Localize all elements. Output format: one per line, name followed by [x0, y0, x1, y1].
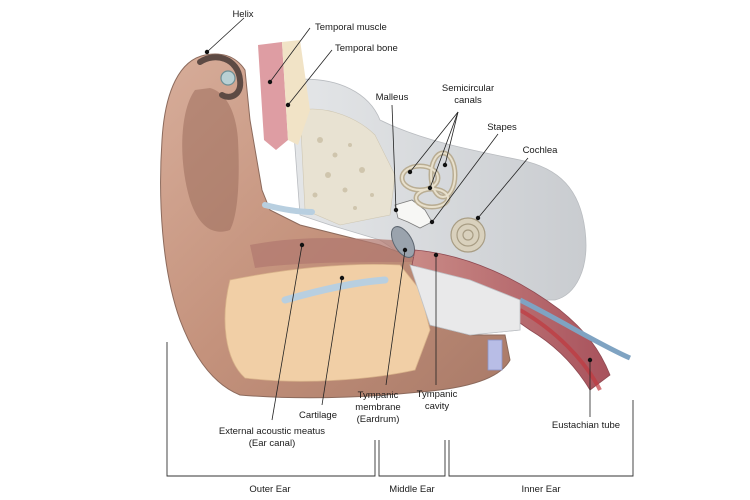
- label-cartilage: Cartilage: [299, 410, 337, 421]
- section-outer-ear: Outer Ear: [249, 484, 290, 495]
- label-helix: Helix: [232, 9, 253, 20]
- eardrum-shape: [390, 226, 416, 258]
- section-inner-ear: Inner Ear: [521, 484, 560, 495]
- label-cochlea: Cochlea: [523, 145, 559, 156]
- auricle-fold: [182, 88, 239, 232]
- cochlea-shape: [450, 217, 486, 253]
- label-semicircular-line2: canals: [454, 95, 482, 106]
- cartilage-section: [224, 263, 431, 382]
- ear-canal: [250, 237, 415, 268]
- helix-curl: [197, 54, 244, 100]
- upper-strip: [262, 202, 315, 215]
- label-tympanic-cavity-line2: cavity: [425, 401, 450, 412]
- bracket-inner-ear: [448, 400, 634, 477]
- bracket-outer-ear: [166, 342, 376, 477]
- label-ext-meatus-line1: External acoustic meatus: [219, 426, 325, 437]
- labels: Helix Temporal muscle Temporal bone Mall…: [219, 9, 620, 449]
- label-tympanic-membrane-line1: Tympanic: [358, 390, 399, 401]
- ear-illustration: [160, 40, 631, 399]
- label-tympanic-cavity-line1: Tympanic: [417, 389, 458, 400]
- cartilage-strip: [281, 276, 389, 304]
- eustachian-tube-edge: [519, 308, 602, 391]
- cavity-plug: [487, 339, 503, 371]
- ossicles-shape: [394, 199, 433, 229]
- section-brackets: Outer Ear Middle Ear Inner Ear: [166, 342, 634, 495]
- label-tympanic-membrane-line2: membrane: [355, 402, 400, 413]
- label-temporal-muscle: Temporal muscle: [315, 22, 387, 33]
- label-ext-meatus-line2: (Ear canal): [249, 438, 295, 449]
- section-middle-ear: Middle Ear: [389, 484, 434, 495]
- label-malleus: Malleus: [376, 92, 409, 103]
- bracket-middle-ear: [378, 440, 446, 477]
- label-tympanic-membrane-line3: (Eardrum): [357, 414, 400, 425]
- temporal-bone-band: [282, 40, 310, 145]
- bone-texture: [312, 137, 374, 210]
- tympanic-cavity-area: [409, 264, 521, 336]
- label-eustachian-tube: Eustachian tube: [552, 420, 620, 431]
- eustachian-tube-stripe: [518, 297, 631, 361]
- leader-lines: [204, 17, 593, 421]
- label-temporal-bone: Temporal bone: [335, 43, 398, 54]
- temporal-muscle-band: [258, 42, 288, 150]
- label-stapes: Stapes: [487, 122, 517, 133]
- label-semicircular-line1: Semicircular: [442, 83, 494, 94]
